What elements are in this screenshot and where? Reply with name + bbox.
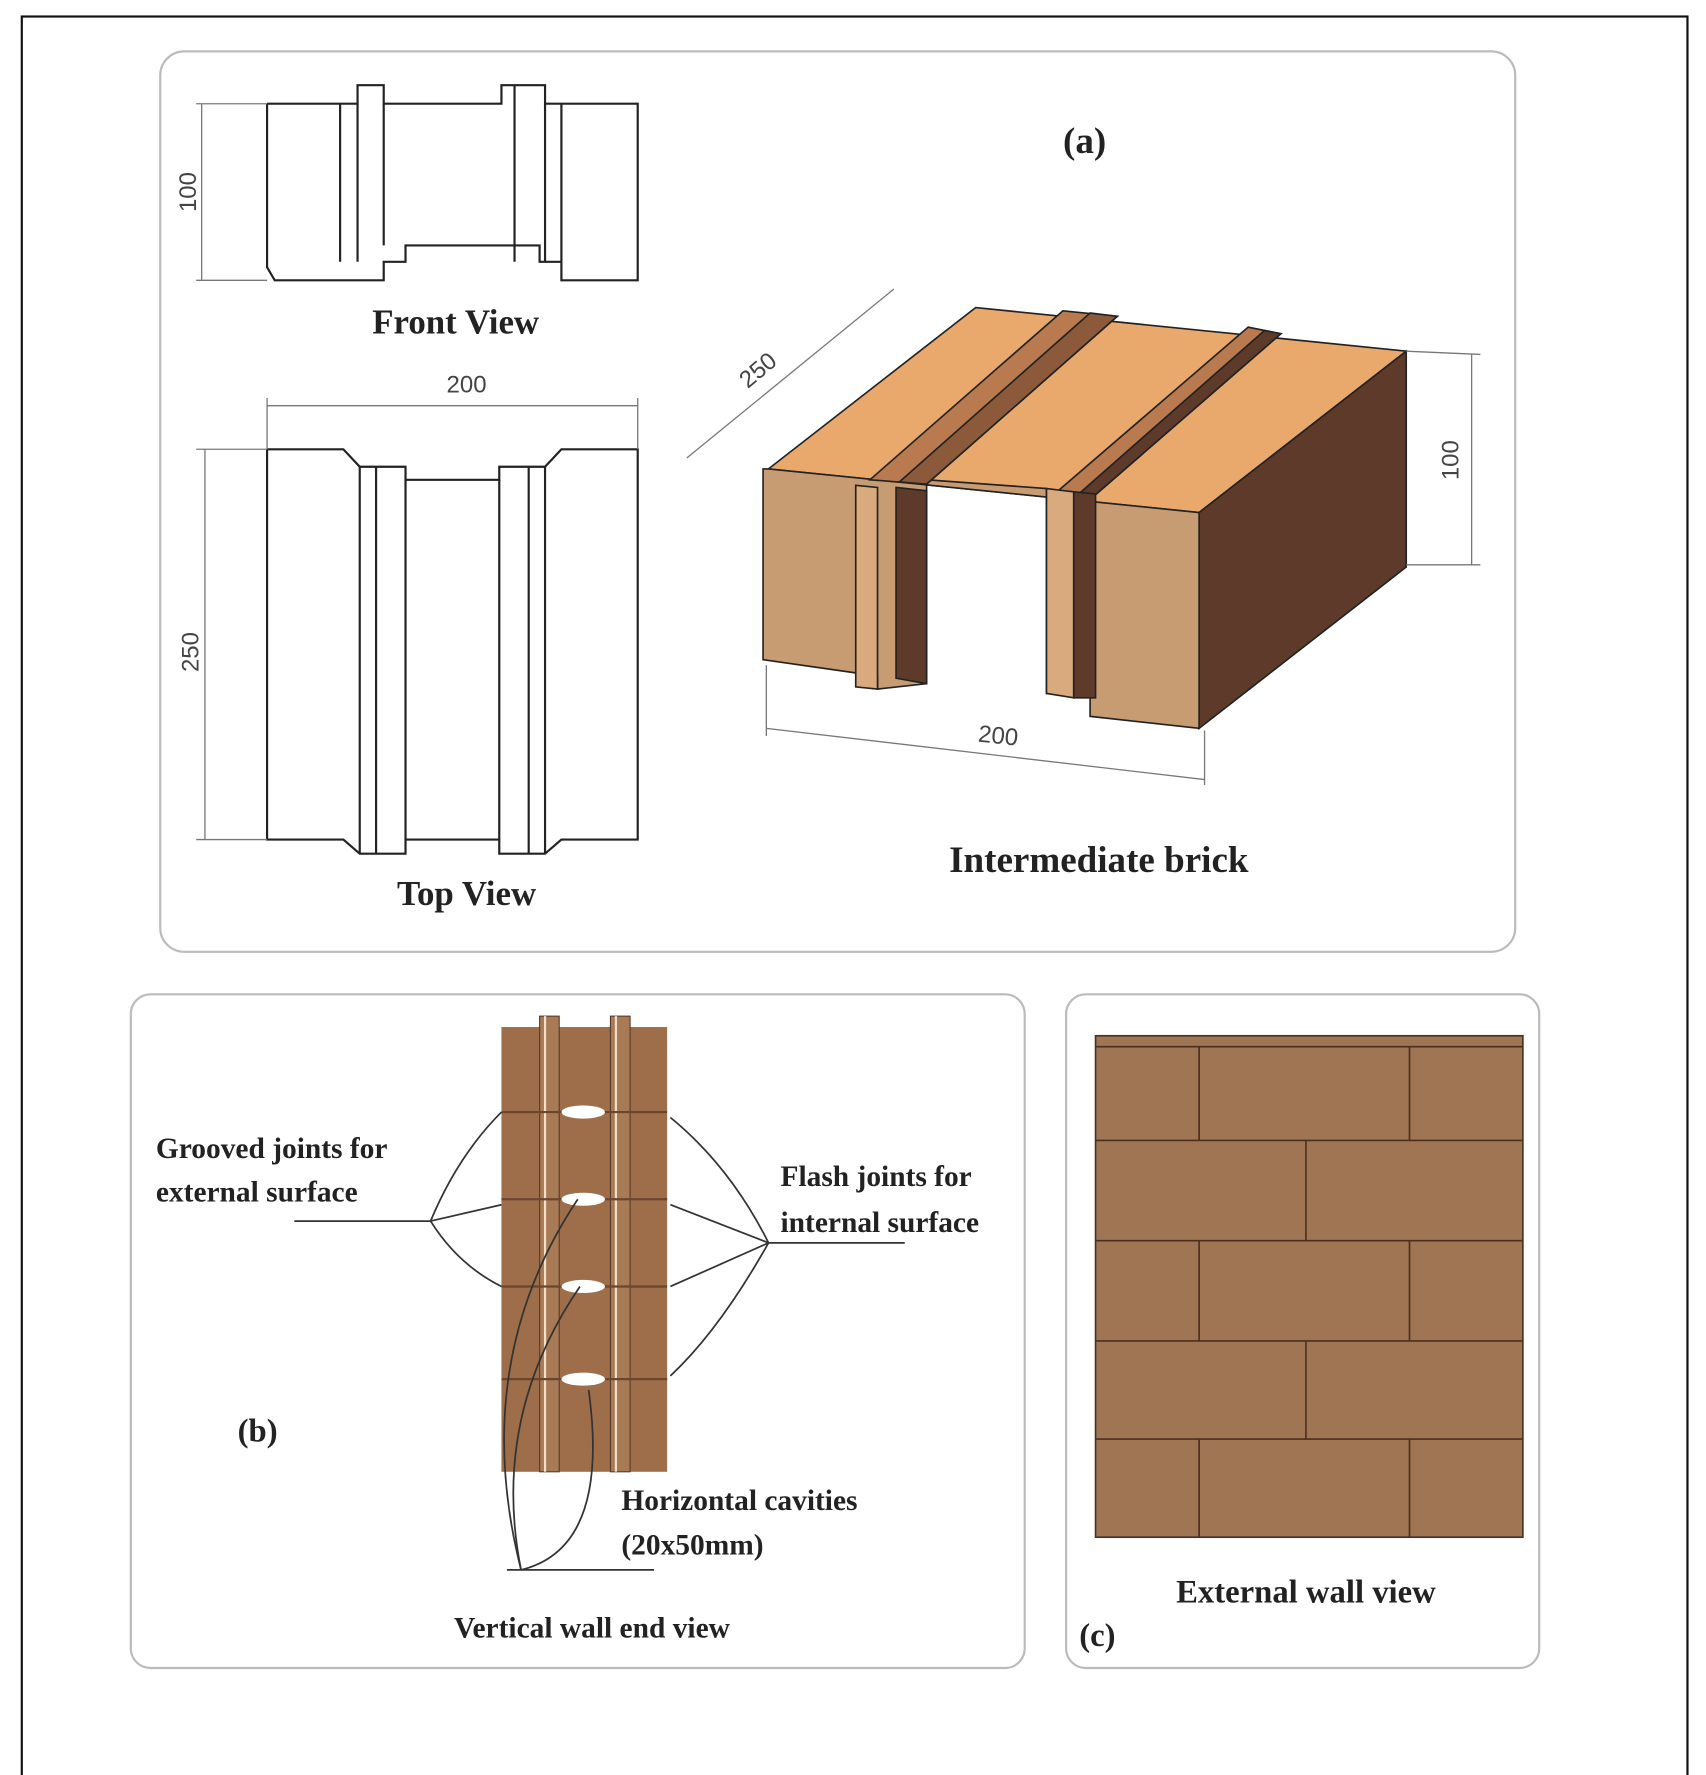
vertical-wall-caption: Vertical wall end view xyxy=(454,1612,731,1644)
panel-a-tag: (a) xyxy=(1063,121,1106,162)
iso-height-dim: 100 xyxy=(1438,440,1465,480)
intermediate-brick-drawing xyxy=(762,306,1409,731)
outer-frame xyxy=(20,15,1689,1775)
brick-wall-drawing xyxy=(1094,1034,1524,1539)
panel-b: Grooved joints for external surface Flas… xyxy=(129,993,1026,1670)
flash-joints-label-line1: Flash joints for xyxy=(781,1161,972,1193)
front-height-dim: 100 xyxy=(175,172,202,212)
flash-joints-label-line2: internal surface xyxy=(781,1207,980,1239)
intermediate-brick-label: Intermediate brick xyxy=(949,840,1249,881)
top-depth-dim: 250 xyxy=(177,632,204,672)
panel-a: (a) 100 Front View xyxy=(159,50,1517,953)
grooved-joints-label-line2: external surface xyxy=(156,1176,358,1208)
panel-c-tag: (c) xyxy=(1079,1618,1115,1654)
grooved-joints-label-line1: Grooved joints for xyxy=(156,1133,388,1165)
wall-end-view-drawing xyxy=(501,1015,668,1473)
top-width-dim: 200 xyxy=(447,372,487,399)
panel-b-tag: (b) xyxy=(238,1413,278,1449)
external-wall-caption: External wall view xyxy=(1176,1575,1436,1611)
iso-width-dim: 200 xyxy=(977,721,1020,752)
front-view-label: Front View xyxy=(372,303,539,342)
annotation-arrows xyxy=(294,1111,905,1571)
front-view-drawing: 100 xyxy=(175,84,639,282)
horizontal-cavities-label-line2: (20x50mm) xyxy=(621,1530,763,1562)
panel-c: External wall view (c) xyxy=(1065,993,1541,1670)
top-view-label: Top View xyxy=(397,874,536,913)
top-view-drawing: 200 250 xyxy=(177,372,639,855)
horizontal-cavities-label-line1: Horizontal cavities xyxy=(621,1485,857,1517)
